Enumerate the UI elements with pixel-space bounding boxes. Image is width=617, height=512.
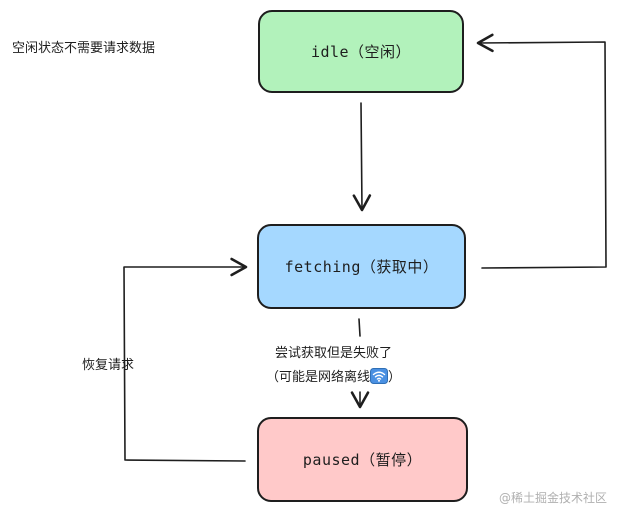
watermark: @稀土掘金技术社区 (498, 491, 607, 505)
edge-label-fetch-failed: 尝试获取但是失败了 （可能是网络离线 ） (266, 342, 401, 390)
node-fetching: fetching（获取中） (257, 224, 466, 309)
edge-paused-to-fetching (123, 257, 248, 462)
edge-label-fetch-failed-line2-text: （可能是网络离线 (266, 370, 371, 385)
edge-label-resume: 恢复请求 (82, 358, 135, 373)
edge-label-fetch-failed-line1: 尝试获取但是失败了 (275, 346, 393, 361)
node-paused: paused（暂停） (257, 417, 468, 502)
edge-label-fetch-failed-line2: （可能是网络离线 ） (266, 366, 401, 390)
node-paused-label: paused（暂停） (302, 451, 423, 469)
node-idle: idle（空闲） (258, 10, 464, 93)
edge-fetching-to-idle (476, 33, 607, 269)
idle-note: 空闲状态不需要请求数据 (12, 41, 156, 56)
wifi-icon (370, 368, 389, 384)
edge-idle-to-fetching (352, 102, 372, 212)
node-fetching-label: fetching（获取中） (284, 258, 439, 276)
node-idle-label: idle（空闲） (310, 43, 412, 61)
edge-fetching-to-paused-upper (358, 318, 361, 337)
edge-label-fetch-failed-line2-end: ） (388, 370, 402, 385)
